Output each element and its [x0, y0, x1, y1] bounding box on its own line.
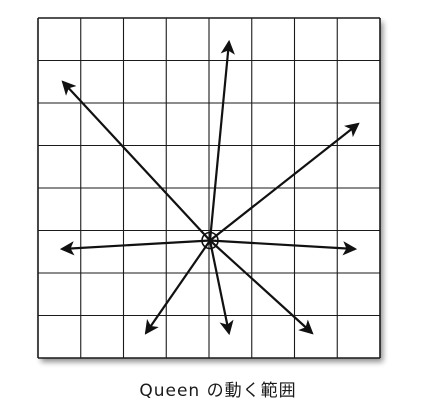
arrow-down-right [209, 239, 314, 335]
queen-position-marker [201, 231, 219, 250]
diagram-caption: Queen の動く範囲 [139, 381, 297, 401]
queen-circle [201, 231, 219, 250]
chess-board-grid [37, 17, 381, 359]
arrow-up-right [209, 122, 360, 242]
arrow-up-left [61, 80, 211, 242]
arrow-right [209, 239, 358, 256]
arrow-up [208, 39, 235, 241]
arrow-left [59, 239, 211, 256]
queen-move-arrows [59, 39, 360, 336]
arrow-down [208, 240, 234, 336]
arrow-down-left [144, 239, 211, 335]
